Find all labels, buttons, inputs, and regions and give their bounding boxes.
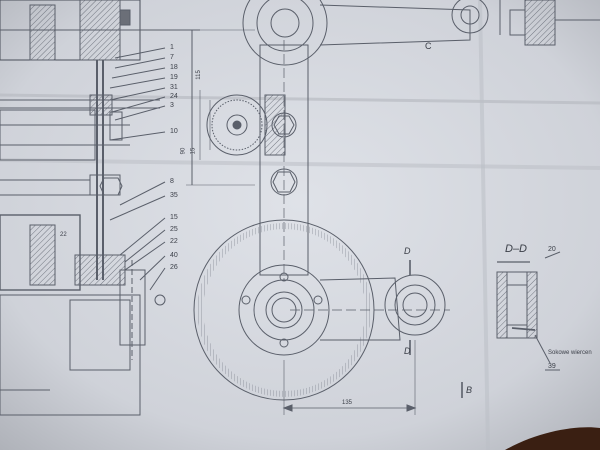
section-part-39: 39 bbox=[548, 363, 556, 370]
callout-18: 18 bbox=[170, 64, 178, 71]
callout-19: 19 bbox=[170, 74, 178, 81]
callout-10: 10 bbox=[170, 128, 178, 135]
callout-26: 26 bbox=[170, 264, 178, 271]
callout-15: 15 bbox=[170, 214, 178, 221]
callout-3: 3 bbox=[170, 102, 174, 109]
callout-8: 8 bbox=[170, 178, 174, 185]
callout-25: 25 bbox=[170, 226, 178, 233]
callout-7: 7 bbox=[170, 54, 174, 61]
section-note: Sokowe wiercen bbox=[548, 350, 592, 356]
callout-22: 22 bbox=[170, 238, 178, 245]
dimension-vertical-15: 15 bbox=[190, 147, 197, 155]
dimension-vertical-115: 115 bbox=[195, 70, 202, 80]
callout-1: 1 bbox=[170, 44, 174, 51]
section-title-dd: D–D bbox=[505, 243, 528, 255]
view-label-b: B bbox=[466, 385, 473, 395]
section-mark-d-bottom: D bbox=[404, 346, 411, 356]
callout-24: 24 bbox=[170, 93, 178, 100]
section-label-c: C bbox=[425, 41, 432, 51]
dimension-vertical-90: 90 bbox=[180, 147, 187, 155]
dimension-bottom: 135 bbox=[342, 400, 353, 406]
section-mark-d-top: D bbox=[404, 246, 411, 256]
section-part-20: 20 bbox=[548, 246, 556, 253]
callout-35: 35 bbox=[170, 192, 178, 199]
callout-31: 31 bbox=[170, 84, 178, 91]
callout-40: 40 bbox=[170, 252, 178, 259]
dimension-small: 22 bbox=[60, 232, 67, 238]
